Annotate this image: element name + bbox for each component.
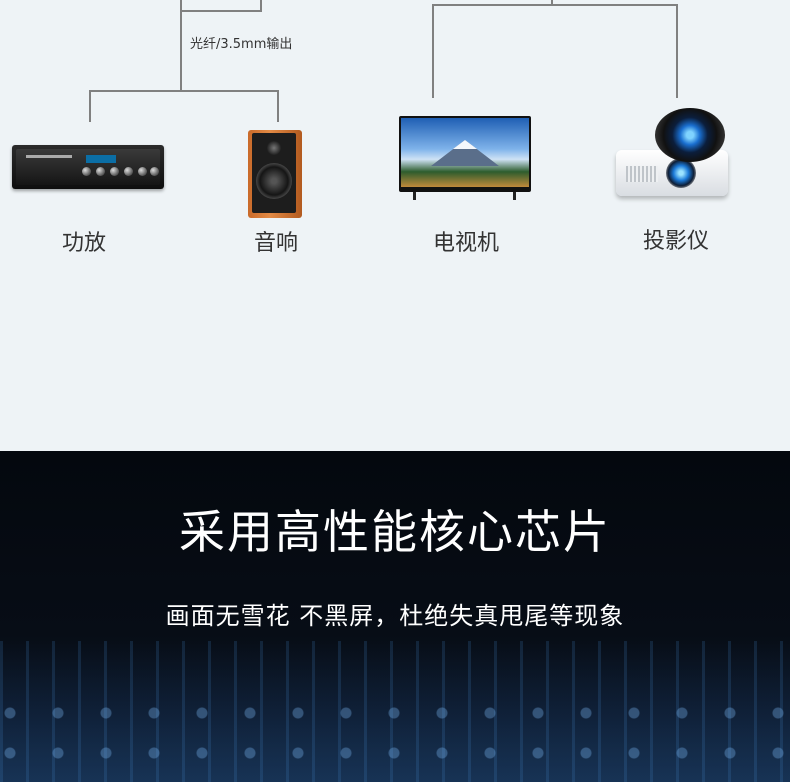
speaker-icon [248,130,302,218]
connector-line [432,4,434,98]
mixer-knobs [0,701,790,782]
connector-line [551,0,553,6]
projector-lens-icon [655,108,725,162]
amplifier-icon [12,145,164,189]
connector-line [260,0,262,12]
mixer-background [0,641,790,782]
device-label-tv: 电视机 [432,231,499,256]
tv-icon [399,116,531,200]
device-label-amplifier: 功放 [61,231,106,256]
feature-headline: 采用高性能核心芯片 [179,505,611,559]
connector-line [180,0,182,92]
connector-line [89,90,279,92]
connector-line [676,4,678,98]
device-label-projector: 投影仪 [642,229,709,254]
feature-subline: 画面无雪花 不黑屏，杜绝失真甩尾等现象 [165,602,625,630]
connector-line [432,4,678,6]
connector-line [180,10,262,12]
connection-label: 光纤/3.5mm输出 [190,37,293,52]
device-label-speaker: 音响 [253,231,298,256]
connection-diagram: 光纤/3.5mm输出 功放 音响 电视机 [12,0,728,256]
projector-icon [616,150,728,196]
connector-line [277,90,279,122]
feature-banner [0,451,790,782]
connector-line [89,90,91,122]
